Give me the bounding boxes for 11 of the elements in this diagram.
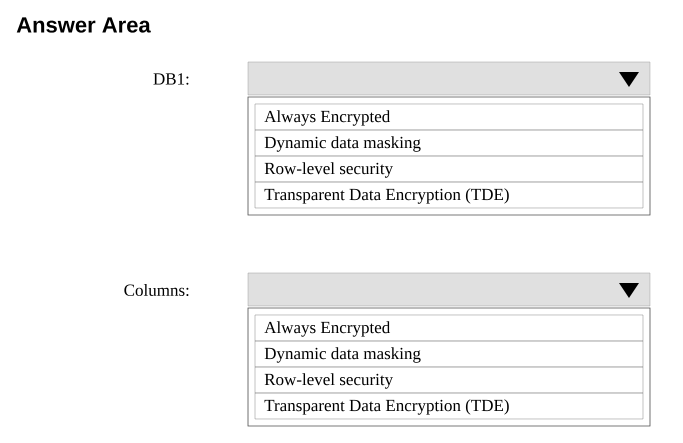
prompt-label: Columns: (124, 284, 188, 296)
list-option: Transparent Data Encryption (TDE) (254, 392, 644, 420)
list-option: Always Encrypted (254, 104, 644, 130)
prompt-label: DB1: (153, 73, 188, 85)
list-option: Row-level security (254, 156, 644, 182)
list-option: Always Encrypted (254, 314, 644, 342)
list-option: Transparent Data Encryption (TDE) (254, 182, 644, 208)
heading: Answer Area (16, 17, 151, 33)
list-option: Dynamic data masking (254, 130, 644, 156)
list-option: Dynamic data masking (254, 340, 644, 368)
list-option: Row-level security (254, 366, 644, 394)
